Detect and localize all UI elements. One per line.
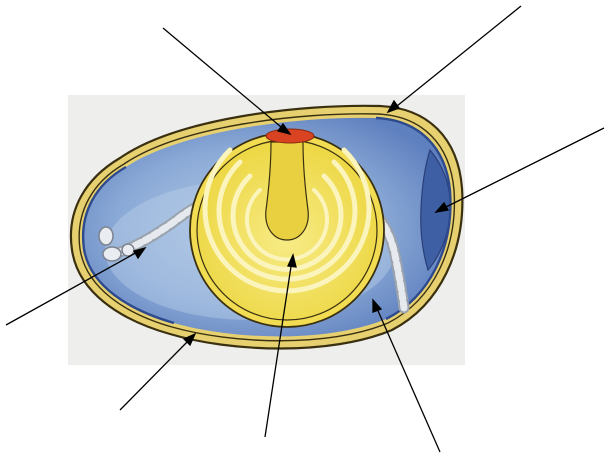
germinal-disc <box>266 129 314 143</box>
leader-line-shell <box>392 6 521 110</box>
latebra <box>266 142 309 240</box>
